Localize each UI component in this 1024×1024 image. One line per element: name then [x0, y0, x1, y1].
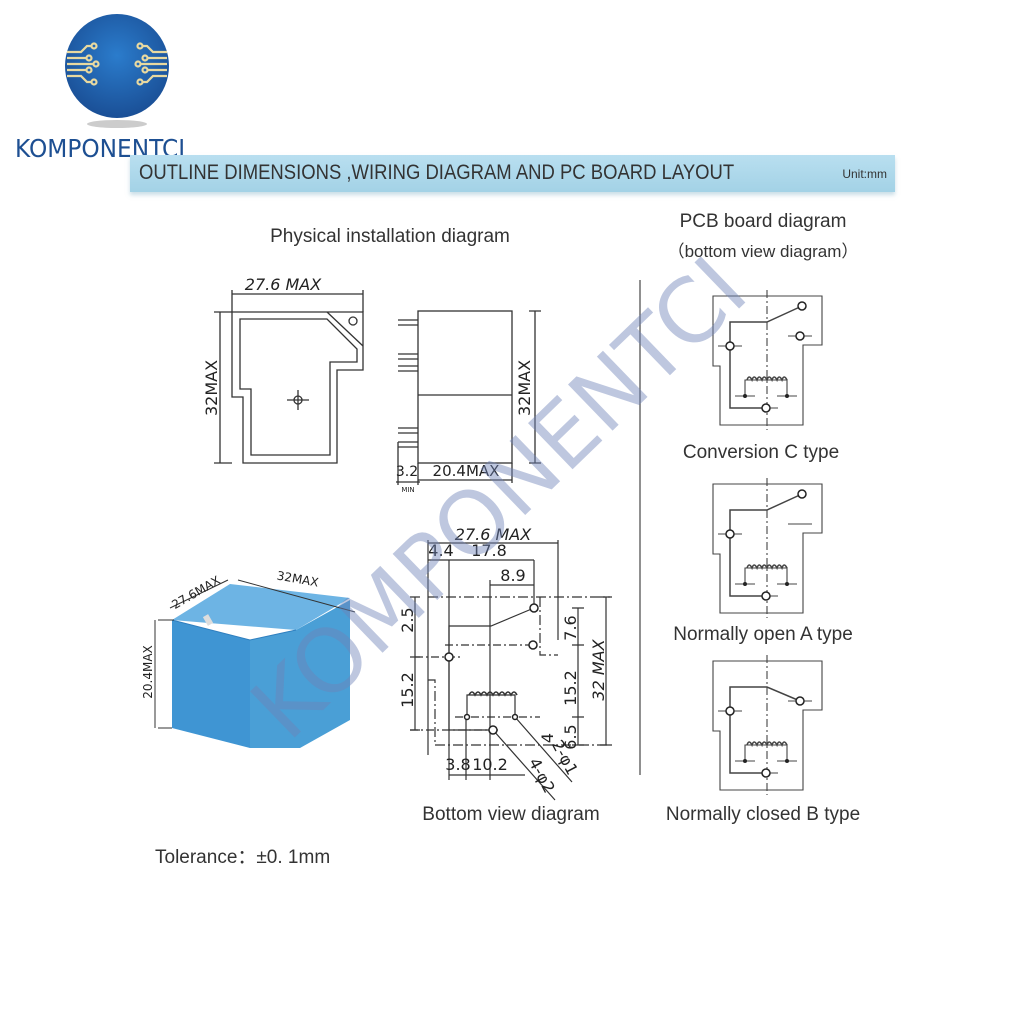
relay-photo [154, 579, 356, 748]
pcb-pin [761, 591, 771, 601]
pcb-pin [795, 331, 805, 341]
pcb-label-a: Normally open A type [673, 624, 853, 645]
side-view-drawing [396, 310, 541, 485]
top-height-dim: 32MAX [202, 360, 221, 416]
dim-8-9: 8.9 [500, 566, 525, 585]
header-title: OUTLINE DIMENSIONS ,WIRING DIAGRAM AND P… [139, 161, 735, 184]
dim-10-2: 10.2 [472, 755, 508, 774]
pcb-title: PCB board diagram [679, 211, 847, 232]
pcb-diagram-A [712, 478, 823, 618]
dim-7-6: 7.6 [561, 615, 580, 640]
pcb-pin [785, 582, 789, 586]
header-unit: Unit:mm [842, 167, 887, 181]
header-banner: OUTLINE DIMENSIONS ,WIRING DIAGRAM AND P… [130, 155, 895, 192]
pcb-label-b: Normally closed B type [665, 804, 861, 825]
pcb-pin [797, 489, 807, 499]
pcb-pin [785, 759, 789, 763]
bottom-view-pins [444, 603, 539, 735]
top-width-dim: 27.6 MAX [245, 275, 322, 294]
physical-title: Physical installation diagram [270, 226, 510, 247]
dim-3-8: 3.8 [445, 755, 470, 774]
pcb-pin [785, 394, 789, 398]
photo-height-dim: 20.4MAX [141, 645, 155, 699]
logo [65, 14, 169, 128]
pcb-diagram-C [712, 290, 823, 430]
pin-length-note: MIN [401, 486, 414, 494]
pcb-pin [725, 706, 735, 716]
side-depth-dim: 20.4MAX [433, 462, 500, 480]
logo-circle [65, 14, 169, 118]
dim-total-width: 27.6 MAX [455, 525, 532, 544]
pcb-pin [743, 394, 747, 398]
pcb-pin [761, 403, 771, 413]
dim-15-2-right: 15.2 [561, 670, 580, 706]
pcb-pin [761, 768, 771, 778]
dim-6-5: 6.5 [561, 724, 580, 749]
pin-length-dim: 3.2 [396, 464, 418, 480]
photo-width-dim: 32MAX [276, 569, 320, 590]
pcb-pin [795, 696, 805, 706]
pcb-diagrams [712, 290, 823, 795]
bottom-view-drawing [410, 540, 612, 801]
pcb-diagram-B [712, 655, 823, 795]
pcb-label-c: Conversion C type [682, 442, 840, 463]
pcb-pin [743, 582, 747, 586]
bottom-view-title: Bottom view diagram [422, 804, 600, 825]
pcb-pin [725, 529, 735, 539]
dim-15-2-left: 15.2 [398, 672, 417, 708]
pcb-subtitle: （bottom view diagram） [667, 242, 859, 261]
side-height-dim: 32MAX [515, 360, 534, 416]
dim-17-8: 17.8 [471, 541, 507, 560]
pcb-pin [797, 301, 807, 311]
dim-2-5: 2.5 [398, 607, 417, 632]
watermark: KOMPONENTCI [232, 237, 767, 758]
pcb-pin [725, 341, 735, 351]
pcb-pin [743, 759, 747, 763]
tolerance-note: Tolerance：±0. 1mm [155, 847, 331, 868]
top-view-drawing [214, 290, 364, 464]
dim-total-height: 32 MAX [589, 638, 608, 700]
dim-4: 4 [538, 733, 557, 743]
circuit-traces-icon [67, 42, 167, 86]
dim-4-4: 4.4 [428, 541, 453, 560]
